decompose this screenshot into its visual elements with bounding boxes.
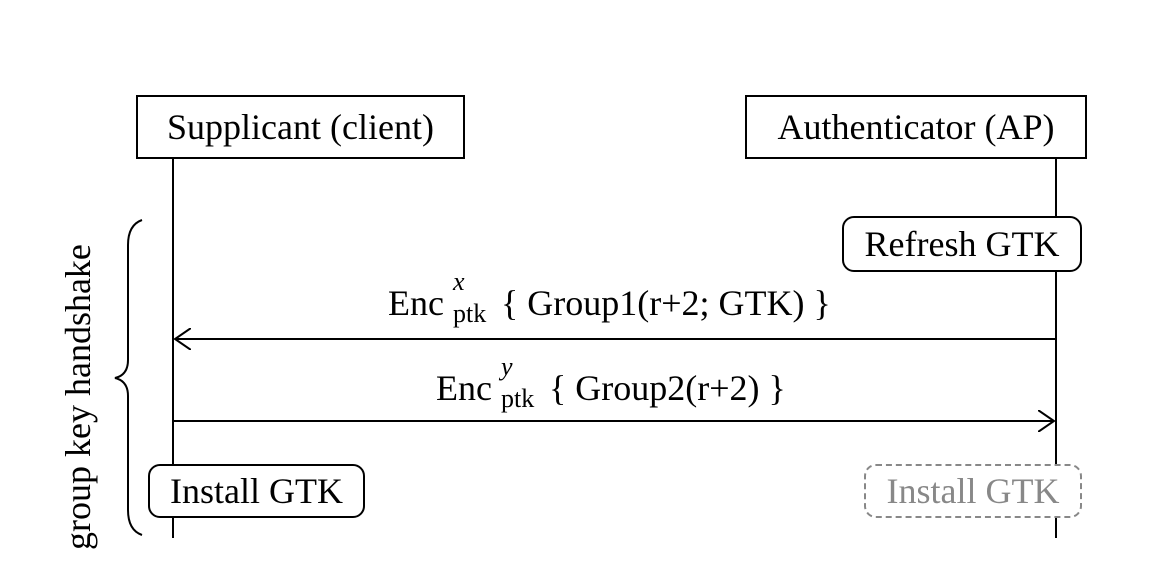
refresh-gtk-action: Refresh GTK (842, 216, 1082, 272)
message-1-sup: x (452, 267, 465, 296)
install-gtk-right-label: Install GTK (886, 471, 1060, 511)
install-gtk-right-action: Install GTK (864, 464, 1082, 518)
message-2-sub: ptk (500, 384, 535, 413)
message-1-prefix: Enc (388, 283, 444, 323)
message-2-prefix: Enc (436, 368, 492, 408)
refresh-gtk-label: Refresh GTK (864, 224, 1060, 264)
authenticator-label: Authenticator (AP) (777, 107, 1055, 147)
install-gtk-left-action: Install GTK (148, 464, 365, 518)
install-gtk-left-label: Install GTK (170, 471, 343, 511)
message-2-sup: y (500, 352, 513, 381)
handshake-brace (114, 219, 143, 536)
message-1-sub: ptk (452, 299, 487, 328)
authenticator-box: Authenticator (AP) (745, 95, 1087, 159)
message-2-body: { Group2(r+2) } (548, 368, 786, 408)
message-1-body: { Group1(r+2; GTK) } (500, 283, 831, 323)
supplicant-label: Supplicant (client) (167, 107, 434, 147)
group-key-handshake-label: group key handshake (58, 244, 98, 550)
supplicant-box: Supplicant (client) (136, 95, 465, 159)
